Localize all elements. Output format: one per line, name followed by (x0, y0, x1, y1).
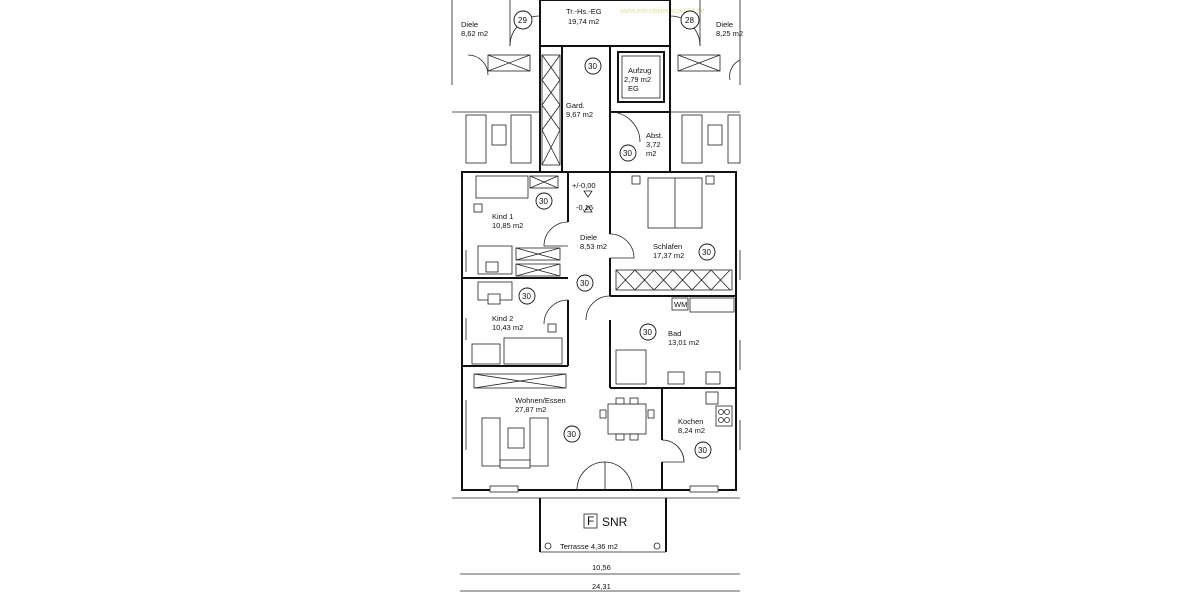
room-name-abst: Abst. (646, 131, 663, 140)
wardrobe (541, 54, 561, 166)
walls (461, 46, 737, 491)
unit-marker-28: 28 (680, 10, 700, 30)
room-name-diele-center: Diele (580, 233, 597, 242)
room-name-schlafen: Schlafen (653, 242, 682, 251)
level-top: +/-0,00 (572, 181, 596, 190)
neighbour-furniture (452, 54, 741, 164)
svg-text:29: 29 (518, 16, 527, 25)
doors (543, 111, 685, 491)
room-area-trhs: 19,74 m2 (568, 17, 599, 26)
room-name-trhs: Tr.-Hs.-EG (566, 7, 602, 16)
room-area-kind2: 10,43 m2 (492, 323, 523, 332)
dimension-24-31: 24,31 (592, 582, 611, 591)
room-name-kind1: Kind 1 (492, 212, 513, 221)
room-area-gard: 9,67 m2 (566, 110, 593, 119)
svg-text:30: 30 (702, 248, 711, 257)
room-extra-aufzug: EG (628, 84, 639, 93)
room-area-diele-center: 8,53 m2 (580, 242, 607, 251)
svg-text:30: 30 (588, 62, 597, 71)
svg-text:30: 30 (522, 292, 531, 301)
room-area-bad: 13,01 m2 (668, 338, 699, 347)
svg-text:30: 30 (539, 197, 548, 206)
room-area-abst: 3,72 (646, 140, 661, 149)
wm-label: WM (674, 300, 687, 309)
room-unit-abst: m2 (646, 149, 656, 158)
room-name-aufzug: Aufzug (628, 66, 651, 75)
room-marker-30: 30 (576, 274, 594, 292)
room-name-wohnen: Wohnen/Essen (515, 396, 566, 405)
room-name-kind2: Kind 2 (492, 314, 513, 323)
furniture (461, 175, 741, 493)
room-area-wohnen: 27,87 m2 (515, 405, 546, 414)
room-area-diele-right: 8,25 m2 (716, 29, 743, 38)
room-area-kochen: 8,24 m2 (678, 426, 705, 435)
room-marker-30: 30 (619, 144, 637, 162)
room-marker-30: 30 (698, 243, 716, 261)
svg-text:28: 28 (685, 16, 694, 25)
room-name-bad: Bad (668, 329, 681, 338)
room-area-aufzug: 2,79 m2 (624, 75, 651, 84)
dimension-10-56: 10,56 (592, 563, 611, 572)
snr-label: SNR (602, 515, 628, 529)
watermark: www.immobilienscout24.de (619, 8, 705, 15)
svg-text:30: 30 (567, 430, 576, 439)
level-bottom: -0,16 (576, 203, 593, 212)
room-marker-30: 30 (694, 441, 712, 459)
room-area-schlafen: 17,37 m2 (653, 251, 684, 260)
top-strip (451, 0, 741, 85)
room-marker-30: 30 (639, 323, 657, 341)
room-name-diele-right: Diele (716, 20, 733, 29)
dimension-lines (460, 573, 740, 592)
room-name-diele-left: Diele (461, 20, 478, 29)
room-marker-30: 30 (535, 192, 553, 210)
room-marker-30: 30 (518, 287, 536, 305)
terrace-label: Terrasse 4,36 m2 (560, 542, 618, 551)
terrace (452, 497, 740, 553)
room-name-gard: Gard. (566, 101, 585, 110)
snr-letter: F (587, 514, 594, 528)
room-area-kind1: 10,85 m2 (492, 221, 523, 230)
unit-marker-29: 29 (513, 10, 533, 30)
level-marker (583, 190, 593, 213)
room-marker-30: 30 (563, 425, 581, 443)
svg-text:30: 30 (580, 279, 589, 288)
room-area-diele-left: 8,62 m2 (461, 29, 488, 38)
svg-text:30: 30 (623, 149, 632, 158)
elevator (617, 51, 665, 103)
room-marker-30: 30 (584, 57, 602, 75)
svg-text:30: 30 (643, 328, 652, 337)
svg-text:30: 30 (698, 446, 707, 455)
room-name-kochen: Kochen (678, 417, 703, 426)
